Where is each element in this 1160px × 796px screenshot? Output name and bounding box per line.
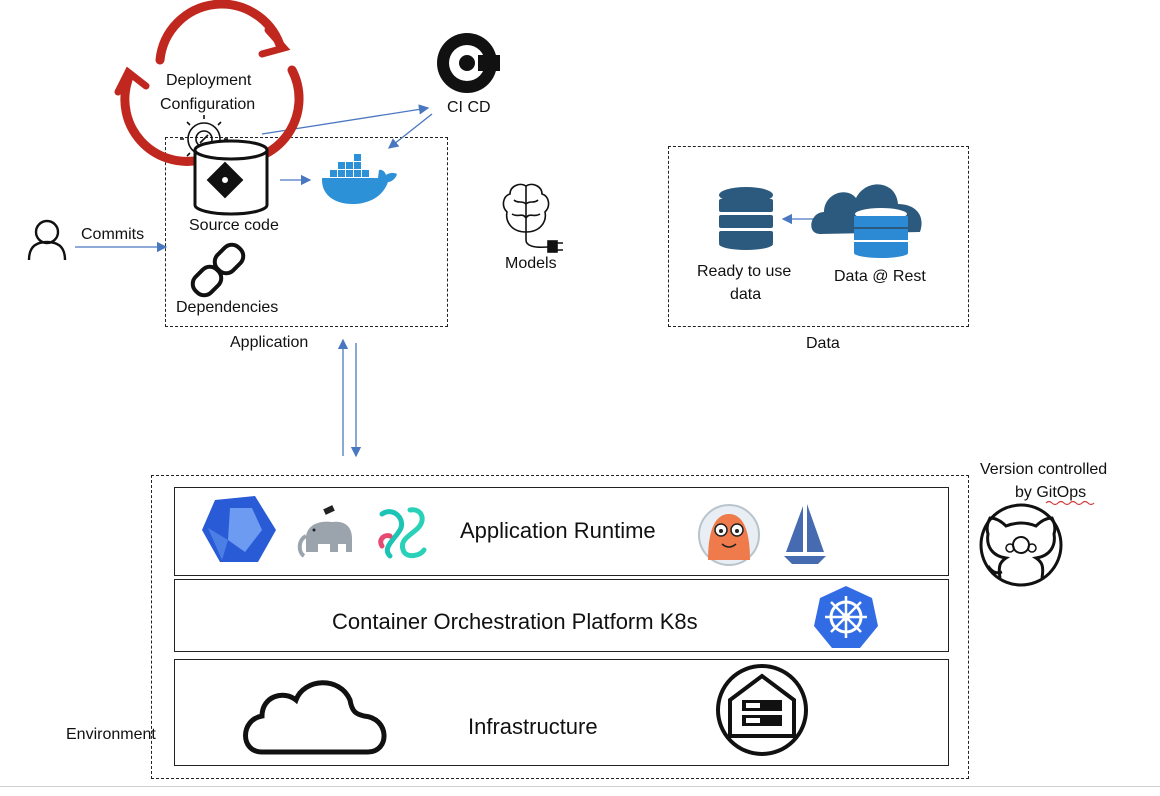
- version-controlled-label-line2: by GitOps: [1015, 484, 1087, 501]
- environment-box: [151, 475, 969, 779]
- elephant-icon: [297, 505, 352, 558]
- flow-knot-icon: [378, 507, 427, 559]
- environment-label: Environment: [66, 726, 156, 743]
- infrastructure-title: Infrastructure: [468, 714, 598, 739]
- application-runtime-title: Application Runtime: [460, 518, 656, 543]
- github-octocat-icon: [979, 503, 1063, 587]
- person-icon: [27, 219, 67, 261]
- kubeflow-icon: [202, 496, 276, 562]
- ready-to-use-label-line1: Ready to use: [697, 263, 792, 280]
- deployment-configuration-label-line1: Deployment: [166, 72, 252, 89]
- data-label: Data: [806, 335, 840, 352]
- models-label: Models: [505, 255, 557, 272]
- argo-icon: [698, 504, 760, 566]
- chain-link-icon: [190, 242, 246, 298]
- data-at-rest-label: Data @ Rest: [834, 268, 926, 285]
- brain-plug-icon: [502, 183, 563, 253]
- docker-icon: [322, 154, 397, 204]
- version-controlled-label-line1: Version controlled: [980, 461, 1108, 478]
- bottom-divider: [0, 786, 1160, 787]
- database-icon: [719, 187, 773, 250]
- ready-to-use-label-line2: data: [730, 286, 762, 303]
- sailboat-icon: [784, 504, 826, 564]
- commits-label: Commits: [81, 226, 145, 243]
- source-code-label: Source code: [189, 217, 279, 234]
- cicd-label: CI CD: [447, 99, 491, 116]
- data-box: [668, 146, 969, 327]
- cloud-outline-icon: [243, 680, 387, 755]
- server-house-icon: [716, 664, 808, 756]
- container-orchestration-title: Container Orchestration Platform K8s: [332, 609, 698, 634]
- deployment-configuration-label-line2: Configuration: [160, 96, 256, 113]
- application-box: [165, 137, 448, 327]
- infrastructure-layer: [174, 659, 949, 766]
- git-repo-icon: [193, 139, 269, 216]
- cicd-to-docker-arrow: [387, 113, 433, 149]
- circleci-icon: [437, 33, 500, 93]
- kubernetes-wheel-icon: [814, 586, 878, 648]
- application-label: Application: [230, 334, 309, 351]
- spellcheck-underline: [1045, 500, 1095, 506]
- dependencies-label: Dependencies: [176, 299, 279, 316]
- cloud-database-icon: [811, 184, 922, 258]
